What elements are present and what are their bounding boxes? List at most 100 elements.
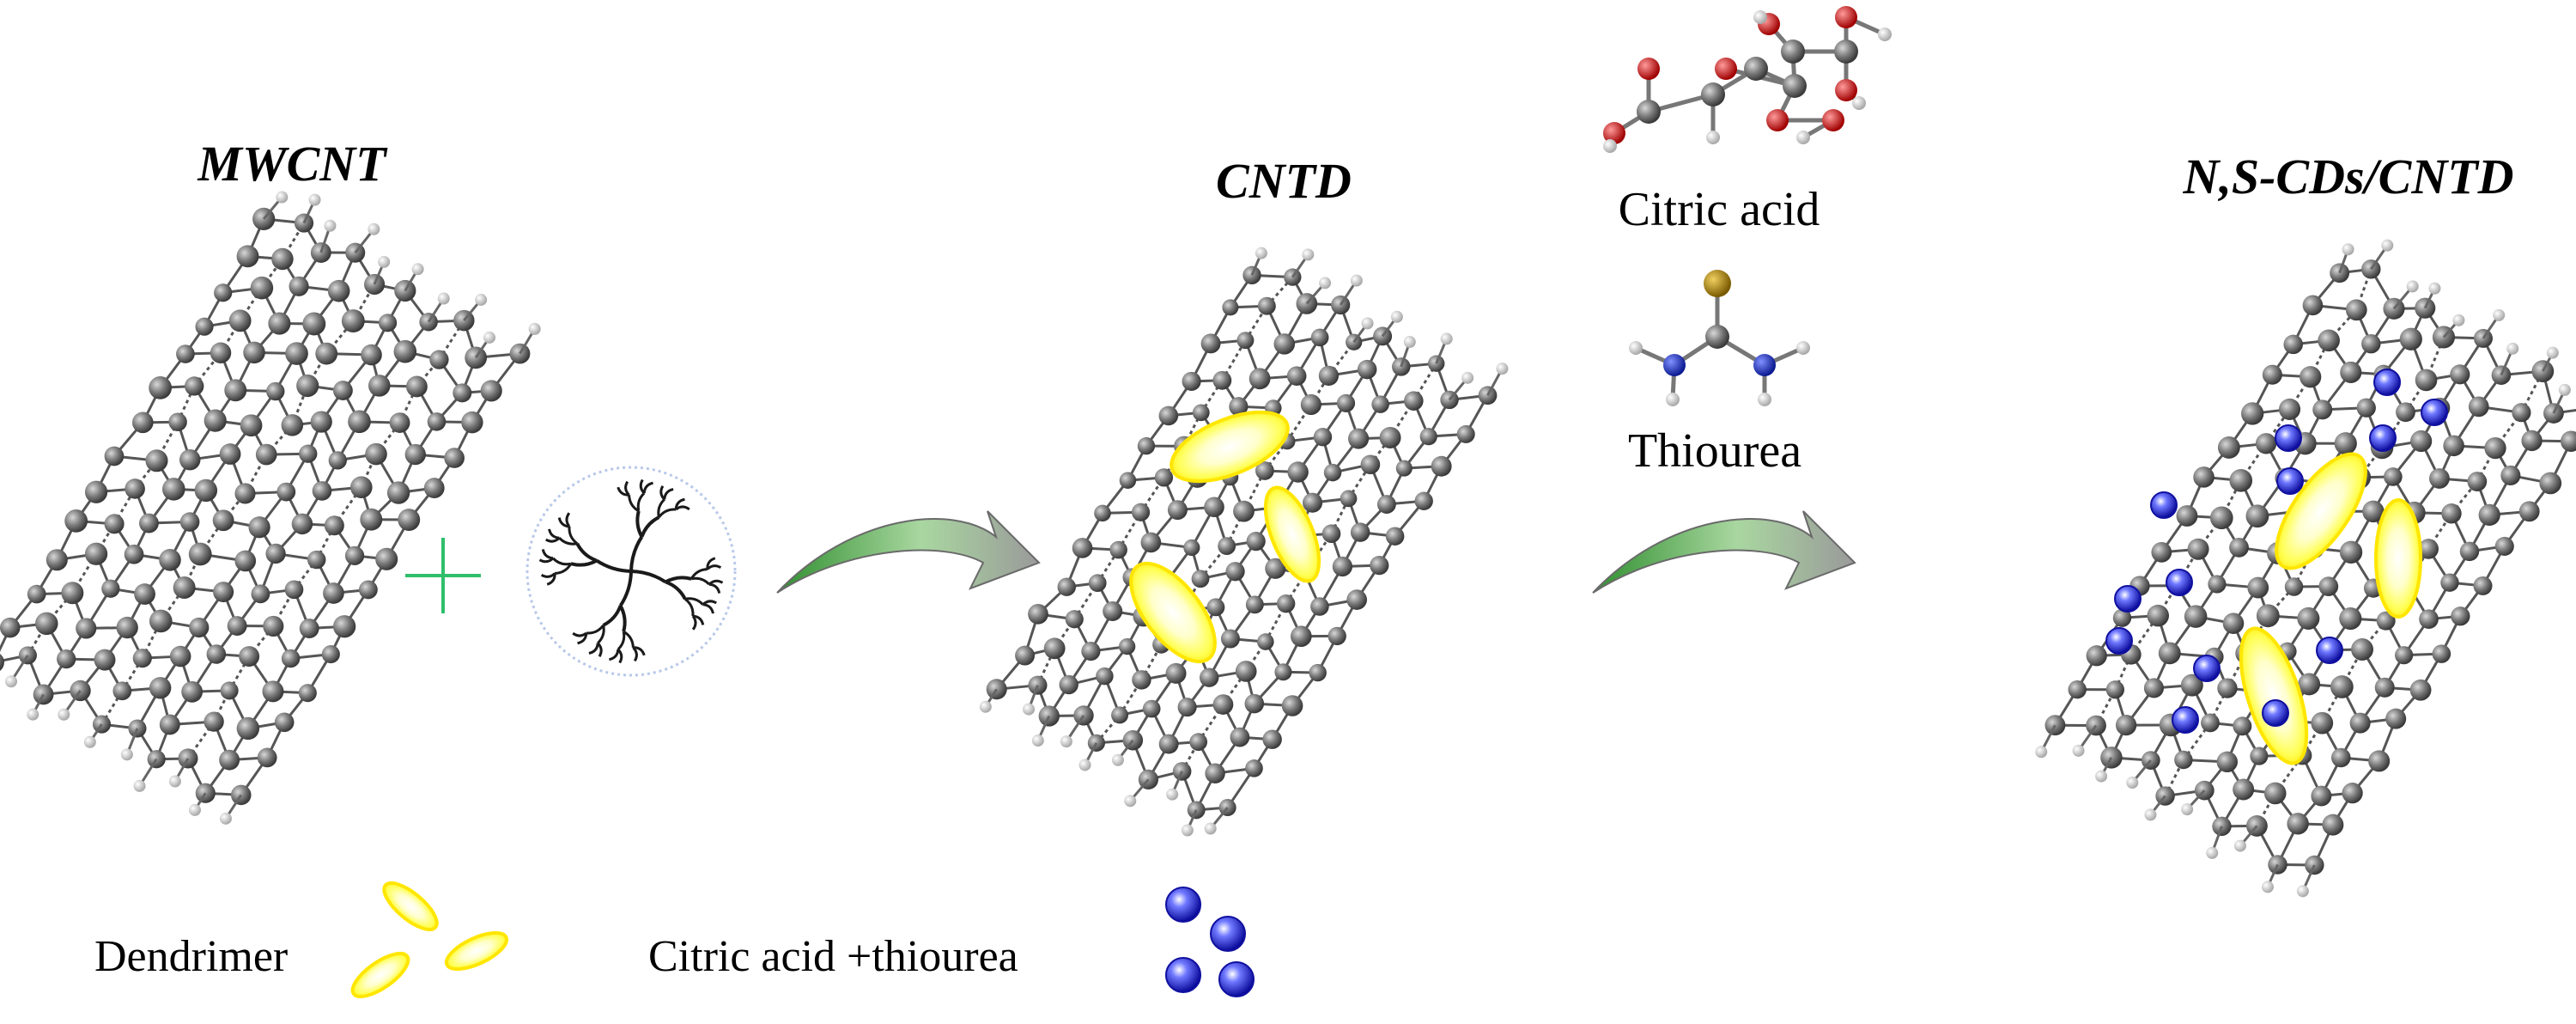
carbon-atom: [361, 344, 382, 366]
carbon-atom: [2250, 747, 2269, 765]
carbon-atom: [84, 542, 108, 565]
carbon-atom: [1119, 472, 1137, 490]
carbon-atom: [262, 680, 284, 703]
carbon-atom: [268, 312, 291, 335]
hydrogen-atom: [1023, 703, 1036, 716]
hydrogen-atom: [2072, 744, 2085, 757]
carbon-atom: [2193, 466, 2215, 488]
carbon-atom: [2443, 435, 2464, 457]
carbon-atom: [1218, 537, 1236, 556]
carbon-atom: [2478, 503, 2500, 527]
carbon-atom: [94, 649, 116, 671]
carbon-atom: [1373, 326, 1393, 346]
mwcnt-title: MWCNT: [197, 136, 388, 192]
hydrogen-atom: [2406, 280, 2419, 293]
hydrogen-atom: [276, 191, 289, 204]
carbon-atom: [240, 414, 263, 437]
carbon-atom: [1245, 595, 1264, 614]
carbon-atom: [1419, 428, 1437, 446]
carbon-atom: [1246, 532, 1266, 552]
oxygen-atom: [1766, 109, 1789, 131]
hydrogen-atom: [2261, 881, 2274, 893]
carbon-atom: [332, 615, 356, 638]
carbon-atom: [324, 515, 344, 536]
hydrogen-atom: [1878, 27, 1892, 41]
carbon-atom: [2284, 577, 2304, 596]
carbon-atom: [1191, 570, 1210, 588]
carbon-atom: [2187, 538, 2209, 560]
carbon-atom: [2500, 465, 2521, 485]
carbon-atom: [204, 711, 224, 732]
hydrogen-atom: [1706, 131, 1720, 144]
carbon-atom: [255, 443, 277, 466]
carbon-atom: [404, 443, 426, 466]
carbon-atom: [2376, 611, 2396, 631]
carbon-dot: [2262, 699, 2289, 727]
hydrogen-atom: [483, 331, 495, 344]
carbon-atom: [274, 712, 295, 733]
carbon-atom: [2339, 540, 2363, 564]
carbon-dot: [2193, 655, 2221, 682]
carbon-atom: [299, 444, 318, 463]
oxygen-atom: [1835, 6, 1857, 28]
legend-carbon-dot: [1218, 961, 1255, 997]
carbon-atom: [1212, 370, 1232, 390]
carbon-atom: [1310, 597, 1329, 616]
carbon-atom: [0, 617, 21, 638]
carbon-atom: [84, 480, 108, 503]
hydrogen-atom: [1350, 274, 1363, 287]
carbon-atom: [332, 381, 353, 401]
carbon-atom: [1235, 661, 1257, 682]
carbon-atom: [1379, 426, 1401, 448]
carbon-atom: [1257, 633, 1274, 650]
carbon-atom: [265, 543, 286, 564]
carbon-atom: [61, 582, 84, 605]
hydrogen-atom: [1124, 795, 1137, 808]
hydrogen-atom: [219, 812, 232, 825]
carbon-atom: [176, 344, 195, 363]
carbon-atom: [2086, 645, 2107, 667]
carbon-atom: [368, 375, 391, 397]
hydrogen-atom: [2181, 803, 2194, 816]
carbon-dot: [2373, 369, 2401, 396]
carbon-dot: [2421, 399, 2448, 426]
carbon-atom: [1192, 404, 1210, 422]
carbon-atom: [2176, 505, 2198, 527]
carbon-atom: [1165, 662, 1187, 684]
hydrogen-atom: [2558, 383, 2571, 396]
carbon-atom: [2112, 608, 2132, 627]
carbon-atom: [378, 314, 398, 332]
plus-icon: [405, 538, 481, 613]
tube-hydrogens: [5, 191, 541, 825]
carbon-atom: [248, 516, 270, 539]
hydrogen-atom: [1753, 10, 1767, 24]
carbon-atom: [1370, 555, 1389, 576]
hydrogen-atom: [2546, 346, 2559, 359]
oxygen-atom: [1637, 58, 1660, 80]
carbon-atom: [1205, 763, 1225, 783]
carbon-atom: [2340, 361, 2362, 383]
reaction-arrow-1: [776, 510, 1041, 594]
hydrogen-atom: [324, 219, 337, 232]
carbon-atom: [480, 380, 502, 402]
carbon-atom: [2233, 778, 2255, 801]
carbon-atom: [1249, 368, 1271, 390]
carbon-atom: [2418, 539, 2439, 559]
carbon-atom: [2368, 750, 2391, 772]
carbon-atom: [2361, 333, 2381, 354]
carbon-atom: [2245, 504, 2269, 528]
carbon-atom: [214, 283, 233, 302]
carbon-atom: [271, 247, 294, 271]
carbon-atom: [2322, 814, 2344, 836]
carbon-atom: [173, 576, 196, 599]
carbon-atom: [461, 411, 483, 434]
hydrogen-atom: [437, 292, 450, 305]
hydrogen-atom: [1403, 336, 1416, 349]
carbon-atom: [2300, 366, 2322, 388]
carbon-atom: [2399, 327, 2422, 350]
reaction-arrow-2: [1592, 510, 1856, 594]
carbon-atom: [393, 339, 417, 363]
carbon-atom: [2459, 541, 2480, 562]
carbon-atom: [281, 649, 301, 668]
